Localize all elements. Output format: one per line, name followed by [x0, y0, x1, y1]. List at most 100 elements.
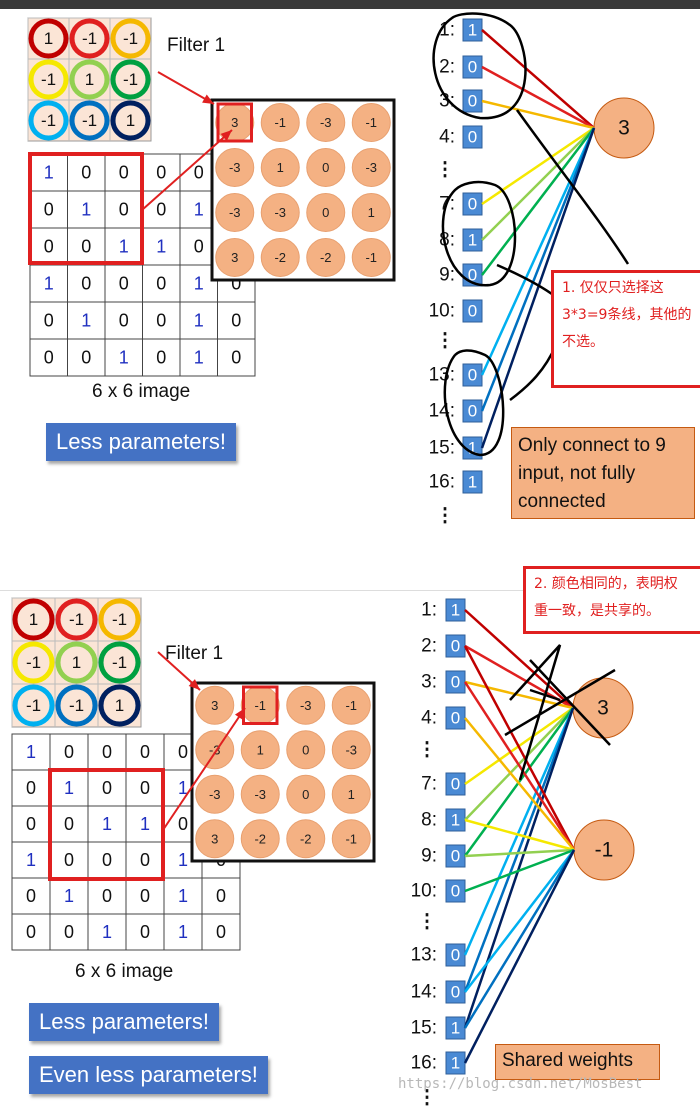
top-filter-cell-ring: [28, 100, 69, 141]
top-input-box: [462, 125, 483, 149]
top-input-value: 0: [468, 128, 477, 147]
top-image-cell-value: 0: [44, 200, 54, 220]
top-image-cell-value: 0: [44, 348, 54, 368]
bottom-feature-map-cell-value: 3: [211, 831, 218, 846]
bottom-feature-map-cell-value: -1: [345, 698, 357, 713]
bottom-input-label: ⋮: [418, 740, 437, 761]
bottom-field-arrow: [162, 707, 246, 831]
bottom-feature-map-cell-circle: [331, 685, 371, 725]
top-image-cell-value: 1: [44, 163, 54, 183]
top-filter-arrow-head: [202, 94, 214, 104]
top-scribble-arrow-3: [509, 344, 558, 401]
bottom-filter-cell-value: 1: [72, 653, 81, 672]
bottom-image-cell-value: 1: [178, 922, 188, 942]
bottom-image-cell-value: 1: [64, 886, 74, 906]
top-input-value: 0: [468, 195, 477, 214]
bottom-input-label: 16:: [411, 1053, 437, 1074]
top-image-cell-value: 0: [119, 274, 129, 294]
top-image-cell-value: 0: [156, 348, 166, 368]
bottom-note-line-2: 重一致，是共享的。: [534, 603, 660, 619]
bottom-input-value: 0: [451, 637, 460, 656]
bottom-feature-map-cell-circle: [331, 774, 371, 814]
bottom-feature-map-cell-value: -3: [254, 787, 266, 802]
top-feature-map-cell-circle: [351, 103, 391, 142]
top-scribble-group-2: [441, 180, 517, 287]
top-scribble-group-3: [443, 349, 505, 457]
top-input-value: 1: [468, 473, 477, 492]
bottom-receptive-field: [48, 768, 165, 881]
bottom-input-label: 10:: [411, 881, 437, 902]
top-connection-line: [481, 127, 595, 276]
top-scribble-arrow-1: [515, 109, 630, 265]
top-input-label: ⋮: [436, 160, 455, 181]
top-input-label: 2:: [439, 57, 455, 78]
bottom-filter-cell-ring: [12, 684, 55, 727]
top-filter-cell-ring: [28, 18, 69, 59]
bottom-filter-cell-ring: [98, 598, 141, 641]
bottom-image-cell-value: 0: [216, 886, 226, 906]
top-image-cell-value: 1: [156, 237, 166, 257]
bottom-image-cell-value: 1: [178, 850, 188, 870]
bottom-input-value: 0: [451, 847, 460, 866]
top-image-cell-value: 0: [231, 348, 241, 368]
top-input-value: 0: [468, 302, 477, 321]
bottom-input-value: 1: [451, 1054, 460, 1073]
top-connection-line: [481, 65, 595, 130]
top-feature-map-cell-value: 1: [368, 205, 375, 220]
top-image-cell-value: 0: [194, 237, 204, 257]
top-feature-map-cell-circle: [215, 238, 255, 277]
top-image-cell-value: 1: [194, 311, 204, 331]
top-filter-cell-ring: [28, 59, 69, 100]
bottom-input-value: 0: [451, 775, 460, 794]
top-feature-map-cell-value: -1: [365, 250, 377, 265]
bottom-filter-arrow-head: [188, 679, 200, 690]
top-filter-cell-ring: [110, 18, 151, 59]
top-filter-cell-value: -1: [82, 29, 97, 48]
top-connection-line: [480, 127, 596, 376]
bottom-less-parameters-button[interactable]: Less parameters!: [29, 1003, 219, 1041]
top-info-box: Only connect to 9 input, not fully conne…: [511, 427, 695, 519]
bottom-field-arrow-head: [234, 708, 245, 720]
even-less-parameters-button[interactable]: Even less parameters!: [29, 1056, 268, 1094]
top-less-parameters-button[interactable]: Less parameters!: [46, 423, 236, 461]
bottom-image-cell-value: 0: [102, 886, 112, 906]
top-feature-map-cell-value: -3: [274, 205, 286, 220]
bottom-filter-cell-value: 1: [115, 696, 124, 715]
bottom-connection-line-1: [464, 609, 574, 709]
top-image-cell-value: 0: [231, 274, 241, 294]
top-image-cell-value: 0: [81, 163, 91, 183]
top-info-line-2: input, not fully: [518, 463, 636, 484]
bottom-filter-cell-value: 1: [29, 610, 38, 629]
bottom-feature-map-cell-value: -3: [209, 787, 221, 802]
bottom-input-value: 1: [451, 811, 460, 830]
bottom-filter-cell-value: -1: [69, 696, 84, 715]
top-image-cell-value: 0: [44, 311, 54, 331]
top-input-label: 14:: [429, 401, 455, 422]
top-image-cell-value: 1: [194, 200, 204, 220]
top-filter-cell-value: -1: [41, 70, 56, 89]
bottom-feature-map-cell-circle: [240, 819, 280, 859]
top-feature-map-cell-value: -1: [274, 115, 286, 130]
top-input-box: [462, 470, 483, 494]
bottom-connection-line-2: [464, 717, 575, 851]
bottom-image-cell-value: 0: [102, 850, 112, 870]
bottom-feature-map-cell-circle: [195, 685, 235, 725]
top-feature-map-cell-circle: [260, 193, 300, 232]
top-feature-map-cell-value: 0: [322, 160, 329, 175]
bottom-image-cell-value: 1: [102, 922, 112, 942]
top-feature-map-cell-circle: [306, 148, 346, 187]
bottom-image-cell-value: 0: [140, 886, 150, 906]
bottom-feature-map-cell-value: -1: [345, 831, 357, 846]
bottom-image-cell-value: 0: [64, 814, 74, 834]
bottom-connection-line-2: [463, 681, 576, 851]
top-feature-map-cell-circle: [306, 103, 346, 142]
top-filter-cell-ring: [110, 100, 151, 141]
bottom-image-cell-value: 1: [140, 814, 150, 834]
top-input-value: 1: [468, 231, 477, 250]
top-feature-map-cell-circle: [260, 238, 300, 277]
top-feature-map-cell-circle: [351, 193, 391, 232]
top-filter-cell-value: 1: [126, 111, 135, 130]
bottom-image-caption: 6 x 6 image: [75, 961, 174, 982]
bottom-feature-map-cell-circle: [331, 819, 371, 859]
